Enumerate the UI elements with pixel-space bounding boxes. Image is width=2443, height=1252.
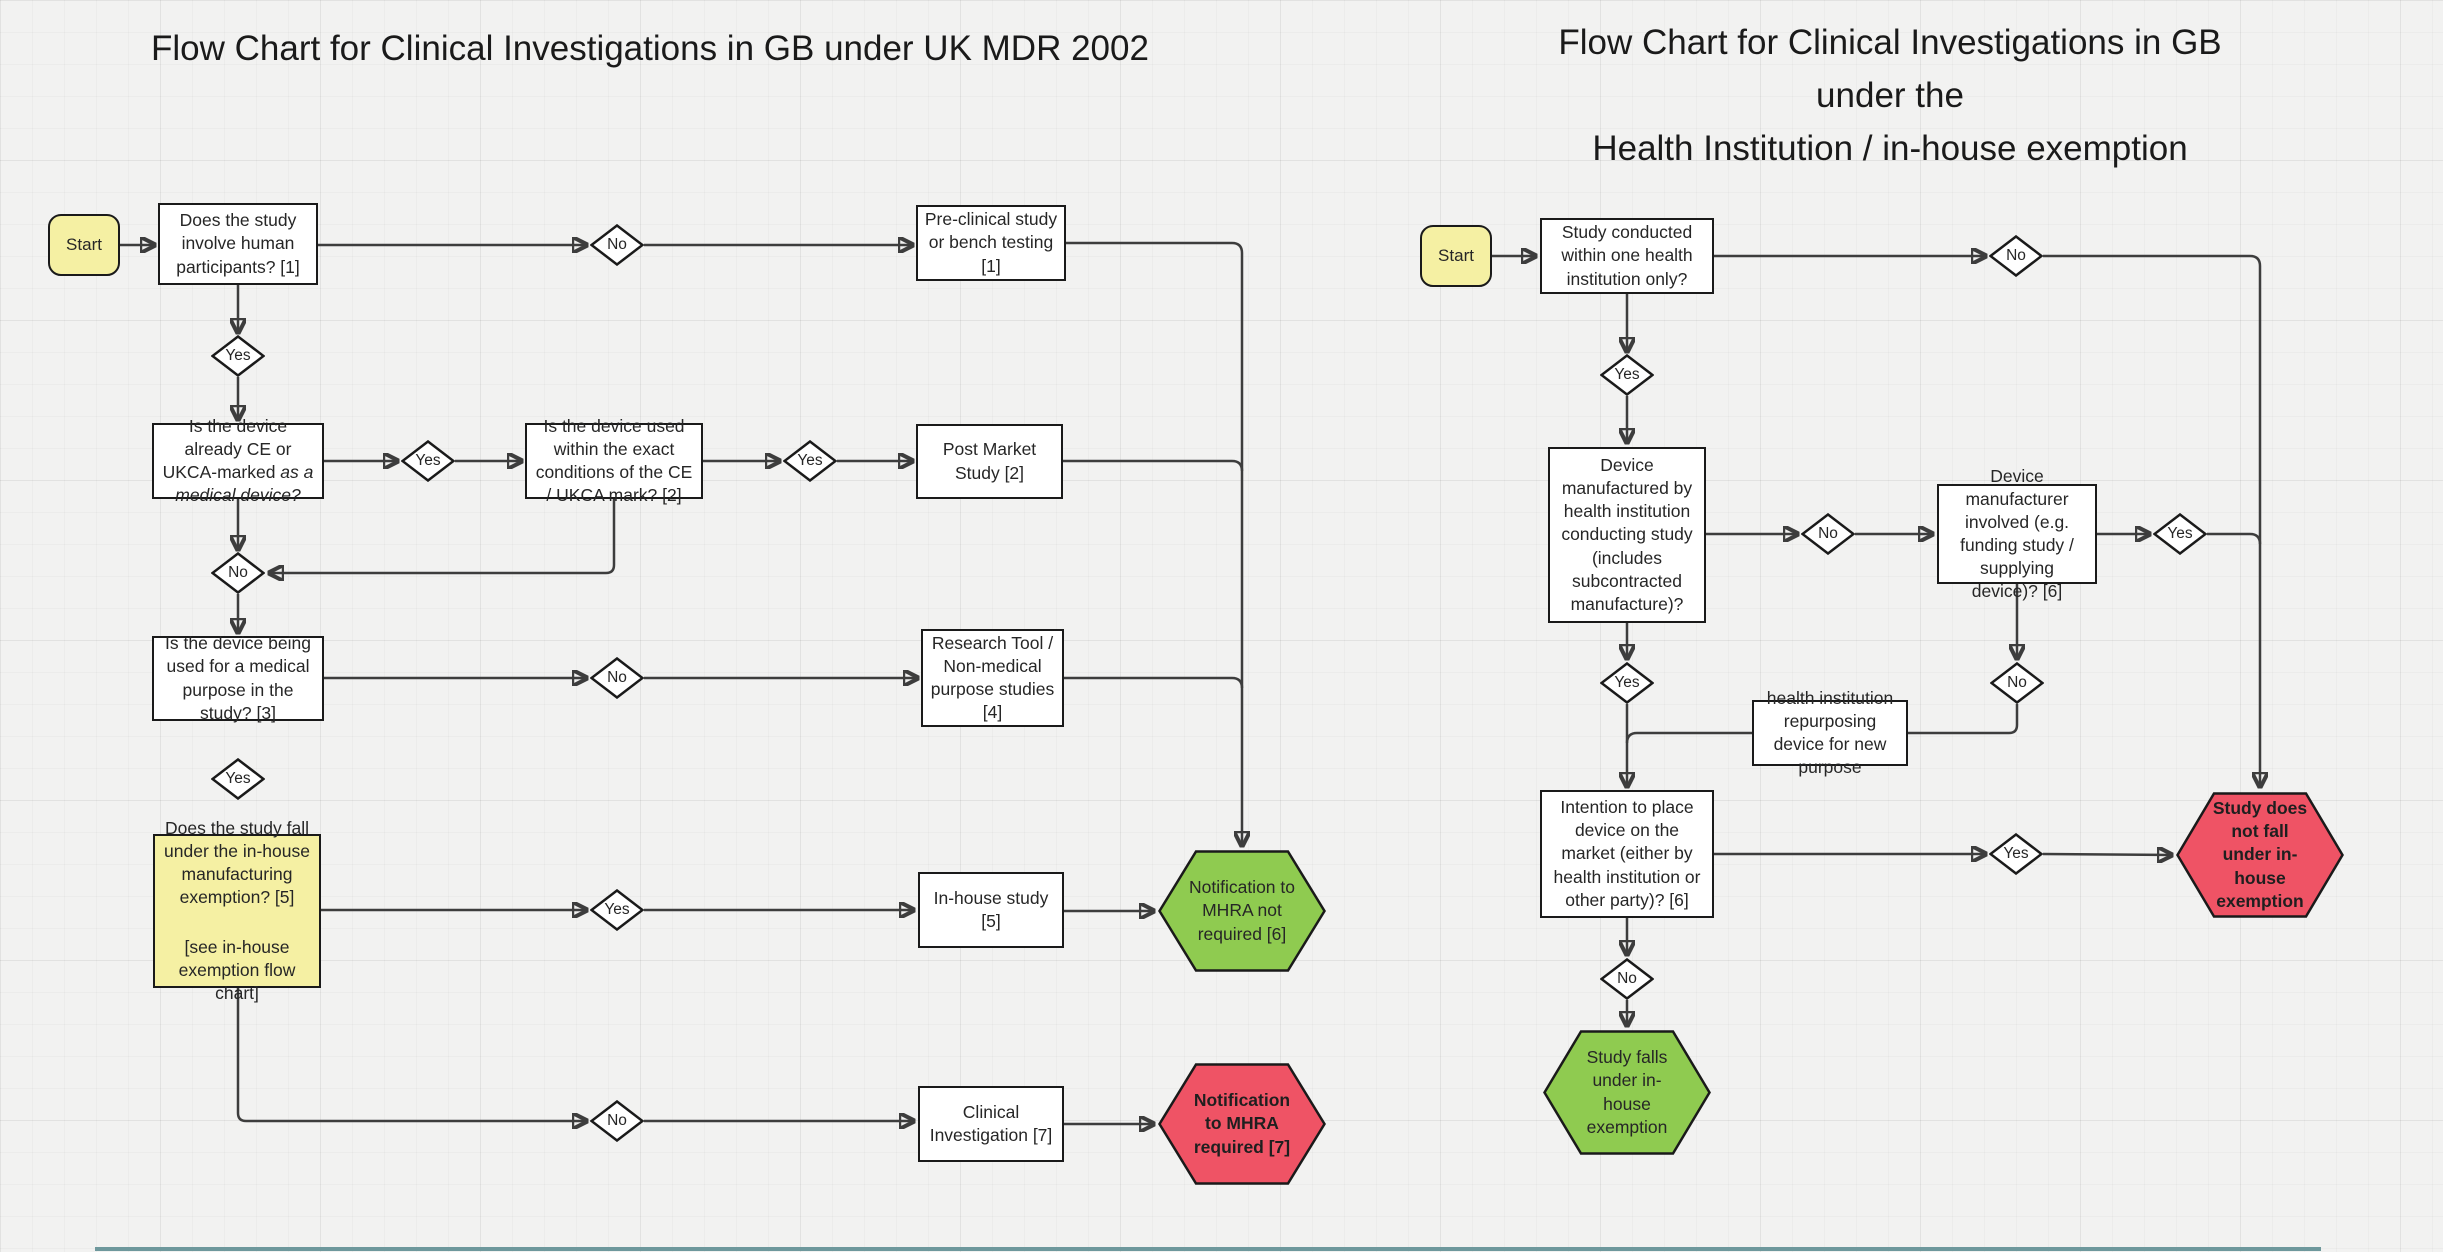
decision-no-human: No	[590, 224, 644, 266]
decision-no-ce: No	[211, 552, 265, 594]
node-q-manufacturer-involved: Device manufacturer involved (e.g. fundi…	[1937, 466, 2097, 601]
node-clinical-investigation: Clinical Investigation [7]	[918, 1086, 1064, 1162]
node-q-ce-ukca-marked: Is the device already CE or UKCA-marked …	[152, 416, 324, 505]
decision-yes-ce: Yes	[401, 440, 455, 482]
bottom-border-line	[95, 1247, 2321, 1251]
diamond-shape	[2153, 513, 2207, 555]
decision-no-market: No	[1600, 958, 1654, 1000]
diamond-shape	[1990, 662, 2044, 704]
flow-edge	[1066, 241, 1242, 845]
node-preclinical-study: Pre-clinical study or bench testing [1]	[916, 205, 1066, 281]
node-q-intention-market: Intention to place device on the market …	[1540, 790, 1714, 918]
flow-edge	[270, 499, 616, 573]
diamond-shape	[211, 552, 265, 594]
right-chart-title-line3: Health Institution / in-house exemption	[1592, 129, 2188, 168]
node-q-inhouse-exemption: Does the study fall under the in-house m…	[153, 818, 321, 1003]
right-chart-title-line2: under the	[1816, 76, 1964, 115]
decision-no-manufactured: No	[1801, 513, 1855, 555]
terminal-not-fall-exemption: Study does not fall under in-house exemp…	[2176, 792, 2344, 918]
node-inhouse-study: In-house study [5]	[918, 872, 1064, 948]
flow-edge	[2207, 532, 2262, 545]
terminal-mhra-required: Notification to MHRA required [7]	[1158, 1063, 1326, 1185]
decision-yes-one-institution: Yes	[1600, 354, 1654, 396]
flow-edge	[1064, 676, 1244, 689]
start-node-right: Start	[1420, 225, 1492, 287]
decision-yes-exemption: Yes	[590, 889, 644, 931]
diamond-shape	[590, 889, 644, 931]
decision-no-involved: No	[1990, 662, 2044, 704]
node-q-medical-purpose: Is the device being used for a medical p…	[152, 633, 324, 723]
diamond-shape	[590, 224, 644, 266]
decision-no-one-institution: No	[1989, 235, 2043, 277]
hexagon-shape	[1543, 1030, 1711, 1155]
hexagon-shape	[1158, 1063, 1326, 1185]
diamond-shape	[1801, 513, 1855, 555]
hexagon-shape	[2176, 792, 2344, 918]
decision-yes-medical: Yes	[211, 758, 265, 800]
decision-yes-conditions: Yes	[783, 440, 837, 482]
decision-yes-involved: Yes	[2153, 513, 2207, 555]
left-chart-title: Flow Chart for Clinical Investigations i…	[151, 29, 1149, 68]
right-chart-title: Flow Chart for Clinical Investigations i…	[1450, 16, 2330, 175]
diamond-shape	[590, 657, 644, 699]
diamond-shape	[1600, 662, 1654, 704]
hexagon-shape	[1158, 850, 1326, 972]
diamond-shape	[211, 335, 265, 377]
decision-yes-human: Yes	[211, 335, 265, 377]
node-q-human-participants: Does the study involve human participant…	[158, 203, 318, 285]
diamond-shape	[211, 758, 265, 800]
node-research-tool: Research Tool / Non-medical purpose stud…	[921, 629, 1064, 727]
flow-edge	[1063, 459, 1244, 472]
node-q-one-institution: Study conducted within one health instit…	[1540, 218, 1714, 294]
decision-no-exemption: No	[590, 1100, 644, 1142]
diamond-shape	[590, 1100, 644, 1142]
node-q-device-manufactured: Device manufactured by health institutio…	[1548, 447, 1706, 623]
right-chart-title-line1: Flow Chart for Clinical Investigations i…	[1558, 23, 2222, 62]
decision-yes-manufactured: Yes	[1600, 662, 1654, 704]
flow-edge	[236, 988, 586, 1121]
diamond-shape	[401, 440, 455, 482]
terminal-falls-exemption: Study falls under in-house exemption	[1543, 1030, 1711, 1155]
diamond-shape	[1600, 958, 1654, 1000]
decision-no-medical: No	[590, 657, 644, 699]
diamond-shape	[1600, 354, 1654, 396]
node-post-market-study: Post Market Study [2]	[916, 424, 1063, 499]
node-q-exact-conditions: Is the device used within the exact cond…	[525, 416, 703, 505]
diamond-shape	[1989, 235, 2043, 277]
flow-edge	[2042, 854, 2171, 855]
terminal-mhra-not-required: Notification to MHRA not required [6]	[1158, 850, 1326, 972]
diamond-shape	[783, 440, 837, 482]
node-repurposing-note: health institution repurposing device fo…	[1752, 688, 1908, 777]
diamond-shape	[1989, 833, 2043, 875]
flow-edge	[2043, 254, 2260, 786]
start-node-left: Start	[48, 214, 120, 276]
decision-yes-market: Yes	[1989, 833, 2043, 875]
